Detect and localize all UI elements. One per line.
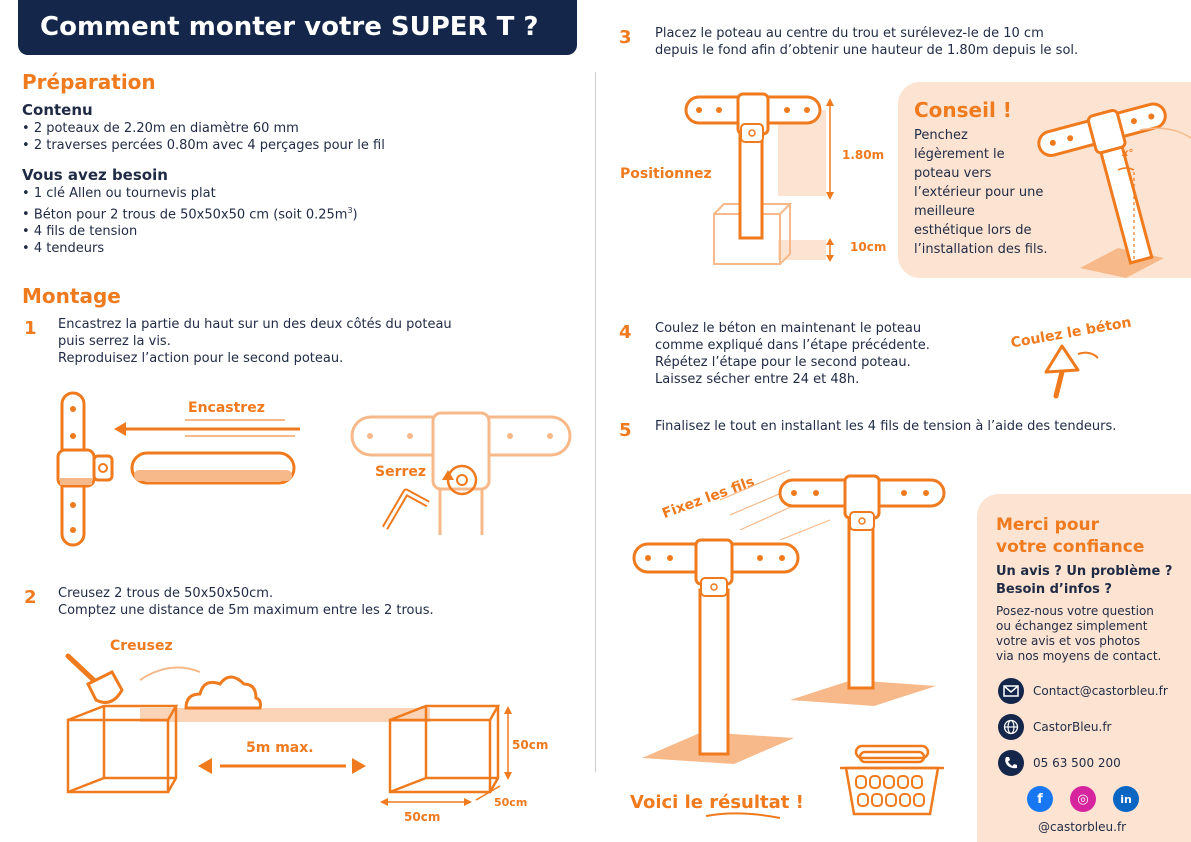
width-dimension: 50cm xyxy=(404,810,441,824)
title-banner xyxy=(18,0,577,55)
list-item: 2 traverses percées 0.80m avec 4 perçage… xyxy=(22,137,385,154)
contact-email[interactable]: Contact@castorbleu.fr xyxy=(998,678,1168,704)
depth-dimension: 50cm xyxy=(494,796,528,809)
besoin-heading: Vous avez besoin xyxy=(22,166,168,184)
step-4-number: 4 xyxy=(619,322,632,343)
contenu-heading: Contenu xyxy=(22,101,93,119)
merci-panel xyxy=(977,494,1191,842)
instagram-icon[interactable]: ◎ xyxy=(1070,786,1096,812)
contenu-list: 2 poteaux de 2.20m en diamètre 60 mm 2 t… xyxy=(22,120,385,154)
phone-icon xyxy=(998,750,1024,776)
column-divider xyxy=(595,72,596,772)
page-title: Comment monter votre SUPER T ? xyxy=(40,12,539,42)
step-4-text: Coulez le béton en maintenant le poteau … xyxy=(655,321,930,387)
contact-email-text: Contact@castorbleu.fr xyxy=(1033,684,1168,698)
list-item: 4 fils de tension xyxy=(22,223,358,240)
list-item: Béton pour 2 trous de 50x50x50 cm (soit … xyxy=(22,202,358,223)
step-1-text: Encastrez la partie du haut sur un des d… xyxy=(58,317,452,366)
merci-subheading: Un avis ? Un problème ? Besoin d’infos ? xyxy=(996,564,1173,597)
height-1-80-label: 1.80m xyxy=(842,148,885,162)
merci-text: Posez-nous votre question ou échangez si… xyxy=(996,604,1162,663)
encastrez-label: Encastrez xyxy=(188,400,265,416)
step-5-text: Finalisez le tout en installant les 4 fi… xyxy=(655,419,1117,434)
step-3-text: Placez le poteau au centre du trou et su… xyxy=(655,26,1079,58)
globe-icon xyxy=(998,714,1024,740)
distance-label: 5m max. xyxy=(246,740,314,756)
serrez-label: Serrez xyxy=(375,464,427,480)
conseil-text: Penchez légèrement le poteau vers l’exté… xyxy=(914,128,1048,257)
contact-phone-text: 05 63 500 200 xyxy=(1033,756,1121,770)
facebook-icon[interactable]: f xyxy=(1027,786,1053,812)
step-5-number: 5 xyxy=(619,420,632,441)
step-3-number: 3 xyxy=(619,27,632,48)
contact-phone[interactable]: 05 63 500 200 xyxy=(998,750,1121,776)
step-2-number: 2 xyxy=(24,587,37,608)
montage-heading: Montage xyxy=(22,284,121,308)
step-2-text: Creusez 2 trous de 50x50x50cm. Comptez u… xyxy=(58,586,434,618)
contact-website[interactable]: CastorBleu.fr xyxy=(998,714,1112,740)
height-dimension: 50cm xyxy=(512,738,549,752)
social-handle: @castorbleu.fr xyxy=(1038,820,1127,834)
angle-label: x° xyxy=(1122,148,1134,159)
list-item: 2 poteaux de 2.20m en diamètre 60 mm xyxy=(22,120,385,137)
merci-heading: Merci pour votre confiance xyxy=(996,515,1145,557)
resultat-label: Voici le résultat ! xyxy=(630,792,804,813)
contact-website-text: CastorBleu.fr xyxy=(1033,720,1112,734)
list-item: 4 tendeurs xyxy=(22,240,358,257)
positionnez-label: Positionnez xyxy=(620,166,712,182)
mail-icon xyxy=(998,678,1024,704)
list-item: 1 clé Allen ou tournevis plat xyxy=(22,185,358,202)
preparation-heading: Préparation xyxy=(22,70,156,94)
depth-10cm-label: 10cm xyxy=(850,240,887,254)
creusez-label: Creusez xyxy=(110,638,173,654)
conseil-heading: Conseil ! xyxy=(914,98,1012,122)
social-links: f ◎ in xyxy=(1027,786,1139,812)
step-1-number: 1 xyxy=(24,318,37,339)
linkedin-icon[interactable]: in xyxy=(1113,786,1139,812)
besoin-list: 1 clé Allen ou tournevis plat Béton pour… xyxy=(22,185,358,257)
